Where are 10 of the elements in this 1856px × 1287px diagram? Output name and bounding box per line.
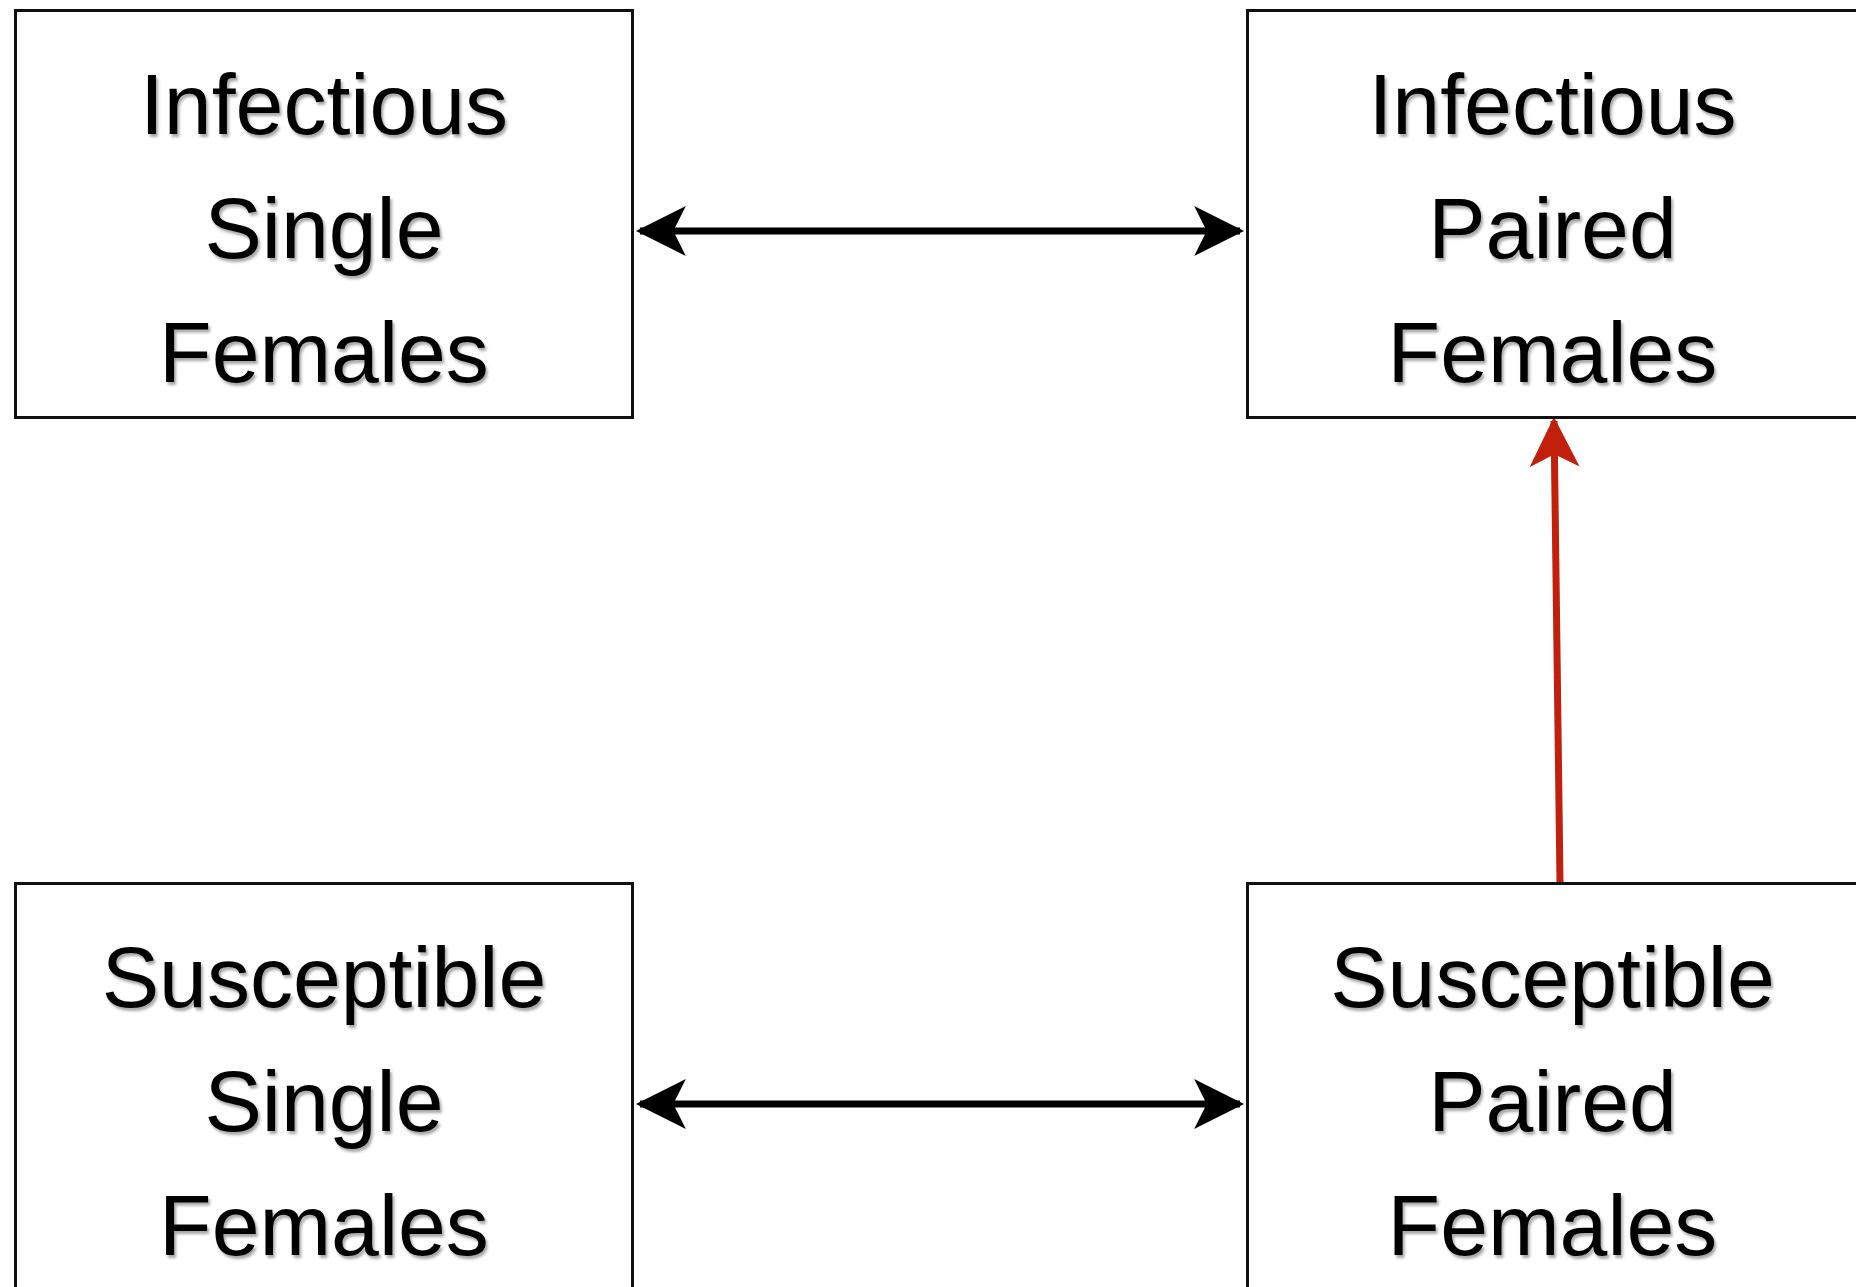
- state-box: [1246, 9, 1856, 419]
- arrow: [635, 1079, 1245, 1129]
- state-label: Infectious Single Females: [139, 55, 509, 402]
- state-box: [1246, 882, 1856, 1287]
- arrow: [635, 206, 1245, 256]
- state-box: [14, 882, 634, 1287]
- state-box: [14, 9, 634, 419]
- state-label: Susceptible Single Females: [101, 928, 547, 1275]
- state-label: Susceptible Paired Females: [1330, 928, 1775, 1275]
- state-label: Infectious Paired Females: [1368, 55, 1737, 402]
